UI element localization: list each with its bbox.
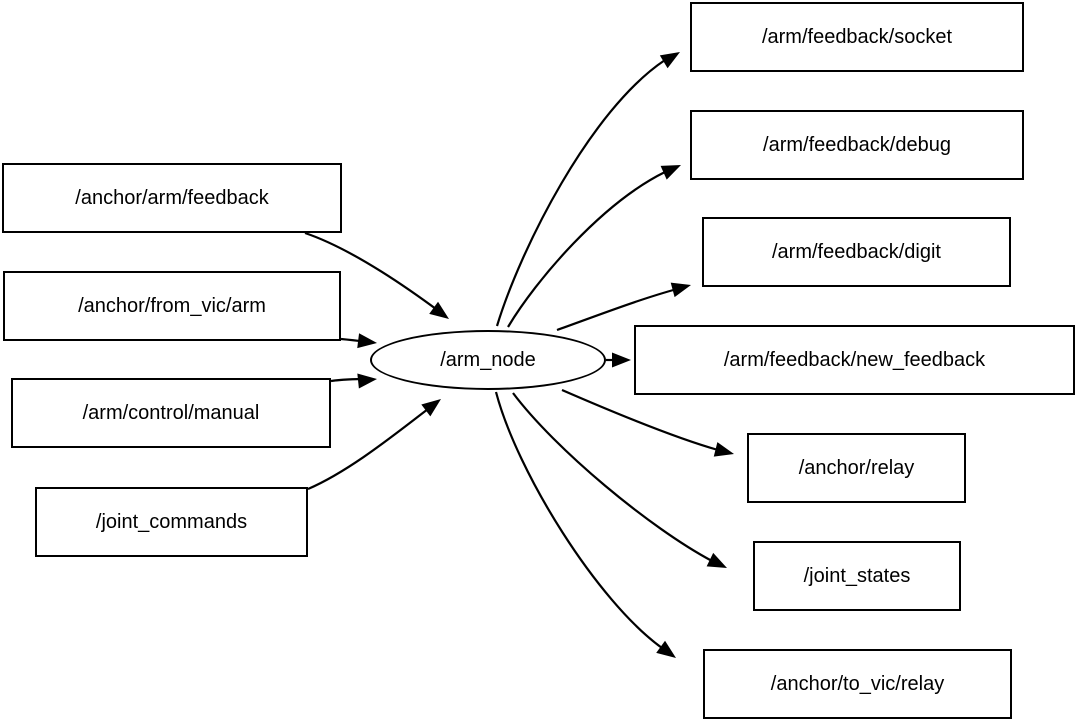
edge-e-out-1 xyxy=(495,52,680,327)
arrowhead-icon xyxy=(429,301,449,319)
edge-e-out-5 xyxy=(561,388,734,457)
edge-line xyxy=(556,287,678,332)
arrowhead-icon xyxy=(670,282,691,298)
topic-node-arm-feedback-debug[interactable]: /arm/feedback/debug xyxy=(690,110,1024,180)
topic-node-arm-control-manual[interactable]: /arm/control/manual xyxy=(11,378,331,448)
edge-line xyxy=(495,59,666,327)
edge-e-in-3 xyxy=(330,373,377,389)
node-label: /arm/feedback/digit xyxy=(772,241,941,263)
edge-line xyxy=(561,388,719,452)
arrowhead-icon xyxy=(656,640,676,658)
arrowhead-icon xyxy=(357,373,377,389)
arrowhead-icon xyxy=(659,52,680,69)
node-label: /arm/feedback/new_feedback xyxy=(723,349,986,371)
edge-e-in-2 xyxy=(340,333,377,349)
node-label: /arm/control/manual xyxy=(82,402,260,424)
topic-node-anchor-arm-feedback[interactable]: /anchor/arm/feedback xyxy=(2,163,342,233)
topic-node-joint-states[interactable]: /joint_states xyxy=(753,541,961,611)
edge-e-out-3 xyxy=(556,282,691,332)
arrowhead-icon xyxy=(660,165,681,180)
node-label: /arm_node xyxy=(440,349,536,371)
node-label: /arm/feedback/socket xyxy=(761,26,953,48)
arrowhead-icon xyxy=(713,442,734,457)
edge-e-out-7 xyxy=(494,391,676,658)
node-label: /anchor/from_vic/arm xyxy=(78,295,266,317)
topic-node-arm-feedback-socket[interactable]: /arm/feedback/socket xyxy=(690,2,1024,72)
topic-node-arm-feedback-digit[interactable]: /arm/feedback/digit xyxy=(702,217,1011,287)
edge-line xyxy=(330,377,369,383)
edge-line xyxy=(512,392,713,562)
arrowhead-icon xyxy=(357,333,377,349)
edge-e-out-2 xyxy=(507,165,681,328)
node-label: /arm/feedback/debug xyxy=(763,134,951,156)
node-label: /joint_commands xyxy=(95,511,248,533)
node-label: /anchor/relay xyxy=(798,457,915,479)
topic-node-anchor-to-vic-relay[interactable]: /anchor/to_vic/relay xyxy=(703,649,1012,719)
topic-node-arm-feedback-new-feedback[interactable]: /arm/feedback/new_feedback xyxy=(634,325,1075,395)
arrowhead-icon xyxy=(421,399,441,417)
arrowhead-icon xyxy=(706,552,727,568)
edge-line xyxy=(494,391,663,649)
topic-node-joint-commands[interactable]: /joint_commands xyxy=(35,487,308,557)
edge-e-out-4 xyxy=(606,352,631,368)
node-label: /joint_states xyxy=(803,565,911,587)
edge-line xyxy=(340,337,369,344)
node-label: /anchor/to_vic/relay xyxy=(770,673,945,695)
topic-node-anchor-relay[interactable]: /anchor/relay xyxy=(747,433,966,503)
ros-node-arm_node[interactable]: /arm_node xyxy=(370,330,606,390)
node-label: /anchor/arm/feedback xyxy=(75,187,269,209)
topic-node-anchor-from-vic-arm[interactable]: /anchor/from_vic/arm xyxy=(3,271,341,341)
edge-e-out-6 xyxy=(512,392,727,568)
arrowhead-icon xyxy=(612,352,631,368)
edge-line xyxy=(507,171,666,328)
